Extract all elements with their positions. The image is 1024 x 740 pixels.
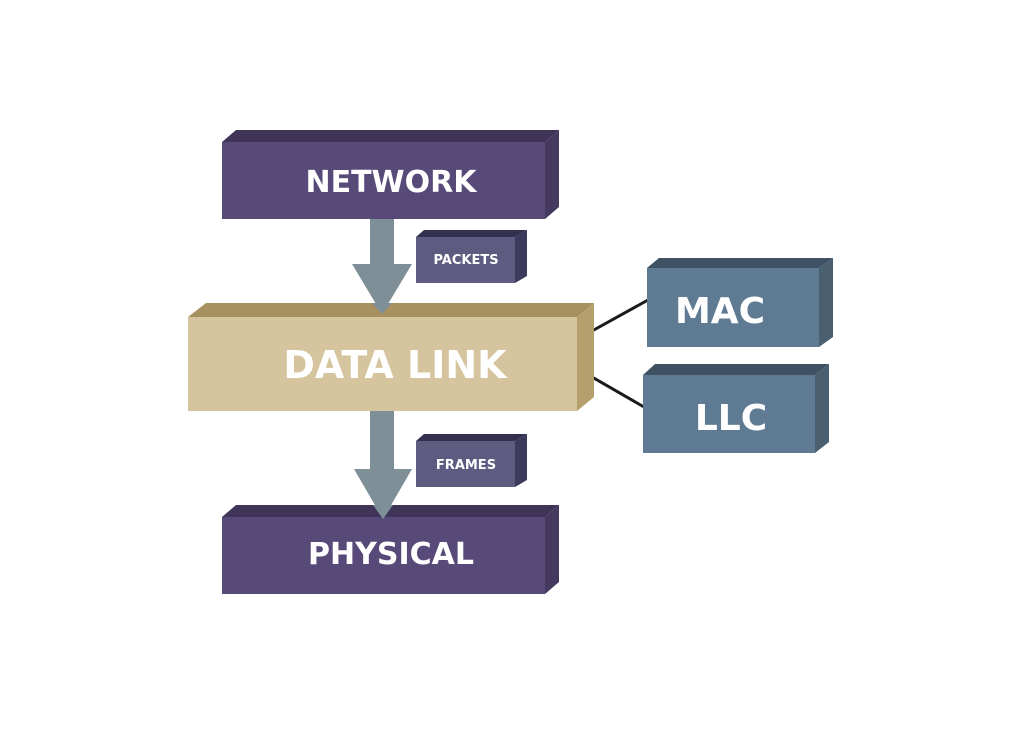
data-link-layer-box: DATA LINK (188, 303, 594, 411)
arrow-tip-packets (372, 303, 392, 314)
frames-label: FRAMES (436, 458, 496, 473)
arrow-tip-frames (373, 505, 393, 519)
mac-label: MAC (675, 291, 765, 332)
network-layer-box: NETWORK (222, 130, 559, 219)
llc-label: LLC (695, 398, 767, 439)
packets-box: PACKETS (416, 230, 527, 283)
physical-label: PHYSICAL (308, 537, 474, 572)
connector-mac (591, 298, 649, 333)
down-arrow-frames (354, 411, 412, 519)
frames-box: FRAMES (416, 434, 527, 487)
physical-layer-box: PHYSICAL (222, 505, 559, 594)
data-link-label: DATA LINK (283, 343, 508, 387)
network-label: NETWORK (305, 165, 478, 200)
mac-sublayer-box: MAC (647, 258, 833, 347)
down-arrow-packets (352, 219, 412, 314)
connector-llc (591, 375, 645, 409)
packets-label: PACKETS (433, 253, 498, 268)
llc-sublayer-box: LLC (643, 364, 829, 453)
